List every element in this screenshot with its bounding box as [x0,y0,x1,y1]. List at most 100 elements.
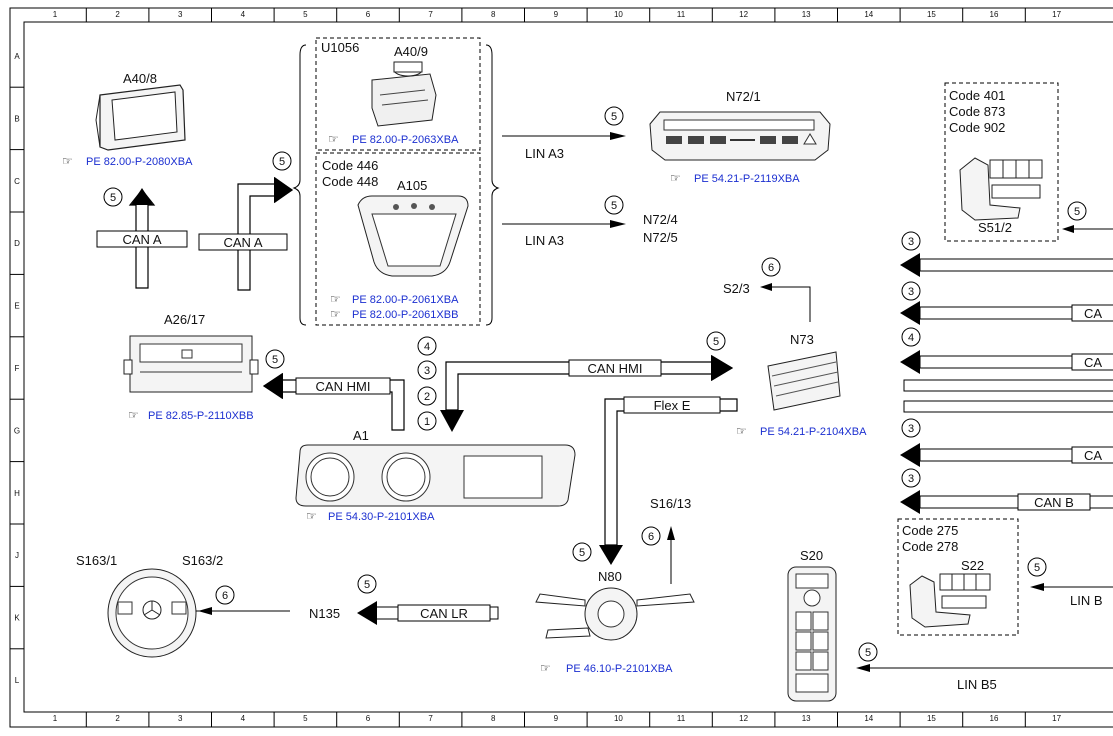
s51-code-873: Code 873 [949,104,1005,119]
marker-number: 5 [713,336,719,348]
marker-circle [103,187,123,207]
marker-circle [357,574,377,594]
right-bus-g-box [1071,446,1113,464]
grid-row-label: K [14,614,20,623]
flex-e-box [623,396,721,414]
n73-label: N73 [790,332,814,347]
right-bus-f-label: CA [1084,355,1102,370]
marker-circle [265,349,285,369]
grid-row-label: E [14,302,19,311]
right-bus-d [900,253,1113,277]
can-a-left-box [96,230,188,248]
marker-number: 5 [364,579,370,591]
right-bus-f-box [1071,353,1113,371]
grid-column-label: 9 [554,714,559,723]
lin-b-label: LIN B [1070,593,1103,608]
arrow-head [1062,225,1074,233]
grid-column-label: 2 [115,10,120,19]
marker-number: 5 [1074,206,1080,218]
arrow-head [1030,583,1044,591]
grid-row-label: H [14,489,20,498]
u1056-label: U1056 [321,40,359,55]
right-bus-e [900,301,1113,325]
arrow-head [610,220,626,228]
flex-e-label: Flex E [654,398,691,413]
s22-group-box [897,518,1019,636]
grid-column-label: 14 [864,714,873,723]
a105-overhead-unit [357,195,469,277]
grid-column-label: 12 [739,10,748,19]
ref-book-icon: ☞ [128,408,139,422]
a105-label: A105 [397,178,427,193]
n80-ref: PE 46.10-P-2101XBA [566,663,673,675]
a40-9-controller [371,61,437,127]
marker-number: 5 [611,111,617,123]
marker-circle [858,642,878,662]
s20-window-switch [787,566,837,702]
grid-column-label: 9 [554,10,559,19]
grid-column-label: 8 [491,714,496,723]
marker-number: 4 [908,332,914,344]
can-a-right-label: CAN A [223,235,262,250]
right-bus-plain-2 [903,400,1113,413]
a26-17-unit [123,335,259,393]
marker-circle [604,195,624,215]
ref-book-icon: ☞ [330,307,341,321]
grid-column-label: 2 [115,714,120,723]
group-brace-right [485,44,500,326]
s163-2-label: S163/2 [182,553,223,568]
grid-column-label: 16 [990,714,999,723]
marker-circle [417,411,437,431]
can-hmi-right-label: CAN HMI [588,361,643,376]
grid-column-label: 5 [303,714,308,723]
marker-number: 5 [272,354,278,366]
marker-circle [417,386,437,406]
marker-circle [215,585,235,605]
grid-row-label: G [14,426,20,435]
right-bus-plain-1 [903,379,1113,392]
a26-17-label: A26/17 [164,312,205,327]
grid-row-label: F [15,364,20,373]
grid-row-label: L [15,676,20,685]
a105-code-448: Code 448 [322,174,378,189]
n72-4-label: N72/4 [643,212,678,227]
ref-book-icon: ☞ [62,154,73,168]
s51-code-902: Code 902 [949,120,1005,135]
s51-2-group-box [944,82,1059,242]
a1-label: A1 [353,428,369,443]
ref-book-icon: ☞ [736,424,747,438]
marker-number: 5 [611,200,617,212]
a1-ref: PE 54.30-P-2101XBA [328,511,435,523]
n72-1-label: N72/1 [726,89,761,104]
can-a-right-box [198,233,288,251]
grid-column-label: 15 [927,10,936,19]
arrow-head [610,132,626,140]
s51-2-seat-switch [959,157,1043,221]
right-bus-g-label: CA [1084,448,1102,463]
grid-row-label: C [14,177,20,186]
marker-circle [901,327,921,347]
marker-number: 3 [908,286,914,298]
can-hmi-left-label: CAN HMI [316,379,371,394]
ref-book-icon: ☞ [540,661,551,675]
lin-a3-top-label: LIN A3 [525,146,564,161]
ref-book-icon: ☞ [330,292,341,306]
n73-control-unit [767,351,841,411]
outer-frame [9,7,1113,728]
grid-column-label: 11 [677,714,686,723]
s22-seat-switch [909,573,991,628]
s22-label: S22 [961,558,984,573]
can-hmi-left-box [295,377,391,395]
a40-9-ref: PE 82.00-P-2063XBA [352,134,459,146]
a1-instrument-cluster [295,444,576,507]
n80-steering-column-module [535,587,695,641]
a40-8-display [95,84,186,151]
marker-circle [901,418,921,438]
grid-column-label: 5 [303,10,308,19]
s16-13-label: S16/13 [650,496,691,511]
right-bus-e-label: CA [1084,306,1102,321]
grid-row-label: B [14,114,19,123]
grid-column-label: 15 [927,714,936,723]
grid-column-label: 7 [428,10,433,19]
